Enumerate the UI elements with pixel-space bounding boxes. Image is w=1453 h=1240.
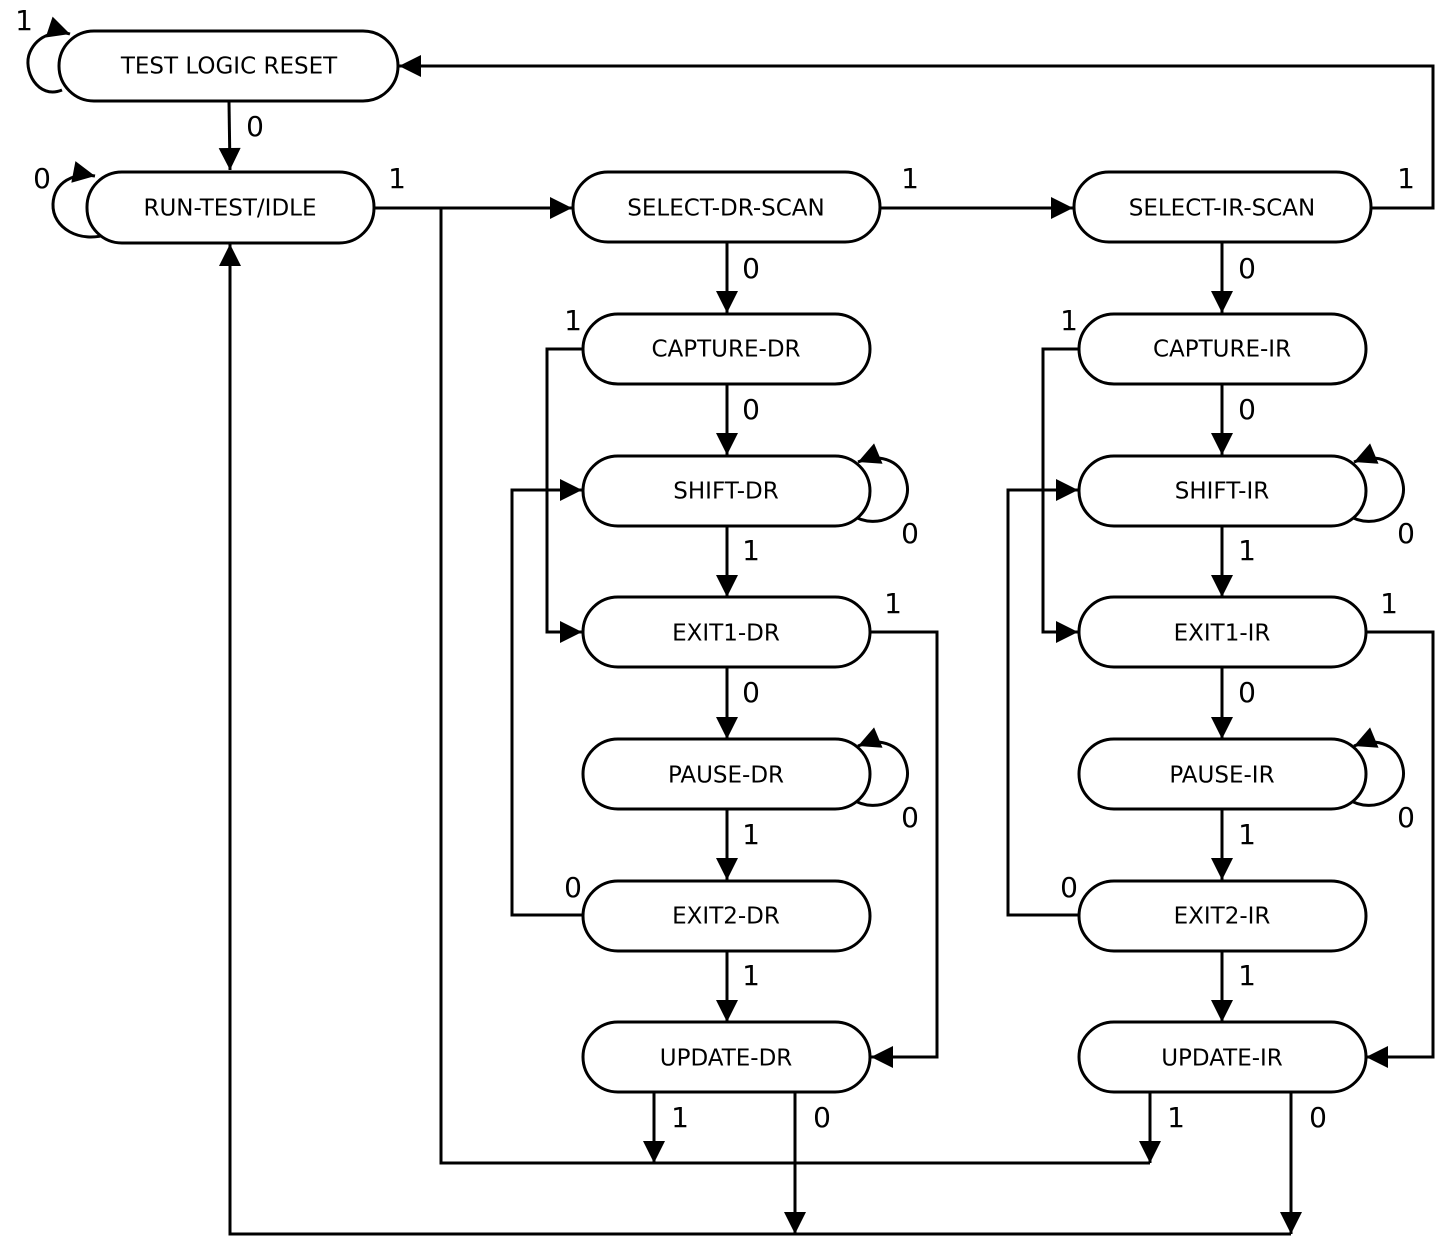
select-ir-to-capture-ir-label: 0 — [1238, 252, 1256, 285]
state-test-logic-reset: TEST LOGIC RESET — [57, 29, 400, 103]
state-label: UPDATE-IR — [1161, 1046, 1283, 1072]
pause-ir-self-label: 0 — [1397, 801, 1415, 834]
exit2-dr-to-shift-dr-label: 0 — [564, 871, 582, 904]
state-pause-dr: PAUSE-DR — [581, 737, 872, 811]
state-exit2-dr: EXIT2-DR — [581, 879, 872, 953]
state-run-test-idle: RUN-TEST/IDLE — [85, 170, 376, 245]
state-label: RUN-TEST/IDLE — [143, 196, 316, 222]
exit1-ir-to-pause-ir-label: 0 — [1238, 676, 1256, 709]
state-label: SHIFT-DR — [673, 479, 778, 505]
capture-dr-to-shift-dr-label: 0 — [742, 393, 760, 426]
pause-dr-to-exit2-dr-label: 1 — [742, 818, 760, 851]
select-ir-to-tlr-label: 1 — [1397, 162, 1415, 195]
shift-dr-self-loop — [849, 443, 909, 523]
state-pause-ir: PAUSE-IR — [1077, 737, 1368, 811]
state-update-dr: UPDATE-DR — [581, 1020, 872, 1094]
state-capture-dr: CAPTURE-DR — [581, 312, 872, 386]
exit1-dr-to-update-dr-arrow — [871, 630, 939, 1068]
pause-ir-self-loop — [1345, 727, 1405, 807]
pause-ir-to-exit2-ir-label: 1 — [1238, 818, 1256, 851]
state-exit1-ir: EXIT1-IR — [1077, 595, 1368, 669]
shift-ir-self-loop — [1345, 443, 1405, 523]
capture-dr-to-exit1-dr-label: 1 — [564, 304, 582, 337]
state-update-ir: UPDATE-IR — [1077, 1020, 1368, 1094]
state-select-ir-scan: SELECT-IR-SCAN — [1072, 170, 1373, 244]
select-dr-to-select-ir-label: 1 — [901, 162, 919, 195]
state-label: CAPTURE-IR — [1153, 337, 1291, 363]
state-label: PAUSE-IR — [1169, 763, 1274, 789]
pause-dr-self-loop — [849, 727, 909, 807]
exit2-ir-to-shift-ir-arrow — [1006, 479, 1078, 917]
tlr-self-loop — [26, 16, 71, 94]
capture-ir-to-shift-ir-label: 0 — [1238, 393, 1256, 426]
state-label: SHIFT-IR — [1175, 479, 1270, 505]
shift-dr-self-label: 0 — [901, 517, 919, 550]
exit2-ir-to-update-ir-label: 1 — [1238, 959, 1256, 992]
state-label: EXIT1-IR — [1174, 621, 1271, 647]
state-shift-ir: SHIFT-IR — [1077, 454, 1368, 528]
update-to-select-dr-bus — [439, 208, 1150, 1165]
state-label: TEST LOGIC RESET — [120, 54, 338, 80]
rti-self-label: 0 — [33, 162, 51, 195]
state-label: CAPTURE-DR — [651, 337, 800, 363]
shift-ir-self-label: 0 — [1397, 517, 1415, 550]
state-label: SELECT-IR-SCAN — [1129, 196, 1316, 222]
tlr-self-label: 1 — [15, 4, 33, 37]
exit2-dr-to-update-dr-label: 1 — [742, 959, 760, 992]
exit2-ir-to-shift-ir-label: 0 — [1060, 871, 1078, 904]
state-label: EXIT1-DR — [672, 621, 780, 647]
exit1-ir-to-update-ir-arrow — [1366, 630, 1435, 1068]
exit2-dr-to-shift-dr-arrow — [510, 479, 582, 917]
rti-self-loop — [51, 161, 109, 239]
state-label: SELECT-DR-SCAN — [627, 196, 824, 222]
shift-ir-to-exit1-ir-label: 1 — [1238, 534, 1256, 567]
state-shift-dr: SHIFT-DR — [581, 454, 872, 528]
exit1-dr-to-update-dr-label: 1 — [884, 587, 902, 620]
capture-ir-to-exit1-ir-label: 1 — [1060, 304, 1078, 337]
exit1-dr-to-pause-dr-label: 0 — [742, 676, 760, 709]
pause-dr-self-label: 0 — [901, 801, 919, 834]
tlr-to-rti-label: 0 — [246, 110, 264, 143]
exit1-ir-to-update-ir-label: 1 — [1380, 587, 1398, 620]
select-ir-to-tlr-arrow — [399, 55, 1435, 210]
state-label: UPDATE-DR — [660, 1046, 793, 1072]
state-label: PAUSE-DR — [668, 763, 784, 789]
update-dr-to-rti-label: 0 — [813, 1101, 831, 1134]
tlr-to-rti-arrow — [218, 101, 241, 171]
rti-to-select-dr-label: 1 — [388, 162, 406, 195]
state-exit2-ir: EXIT2-IR — [1077, 879, 1368, 953]
update-dr-to-select-dr-label: 1 — [671, 1101, 689, 1134]
state-capture-ir: CAPTURE-IR — [1077, 312, 1368, 386]
update-ir-to-rti-label: 0 — [1309, 1101, 1327, 1134]
state-select-dr-scan: SELECT-DR-SCAN — [571, 170, 882, 244]
shift-dr-to-exit1-dr-label: 1 — [742, 534, 760, 567]
update-to-rti-bus — [219, 244, 1291, 1236]
state-exit1-dr: EXIT1-DR — [581, 595, 872, 669]
state-label: EXIT2-IR — [1174, 904, 1271, 930]
state-label: EXIT2-DR — [672, 904, 780, 930]
update-ir-to-select-dr-label: 1 — [1167, 1101, 1185, 1134]
select-dr-to-capture-dr-label: 0 — [742, 252, 760, 285]
